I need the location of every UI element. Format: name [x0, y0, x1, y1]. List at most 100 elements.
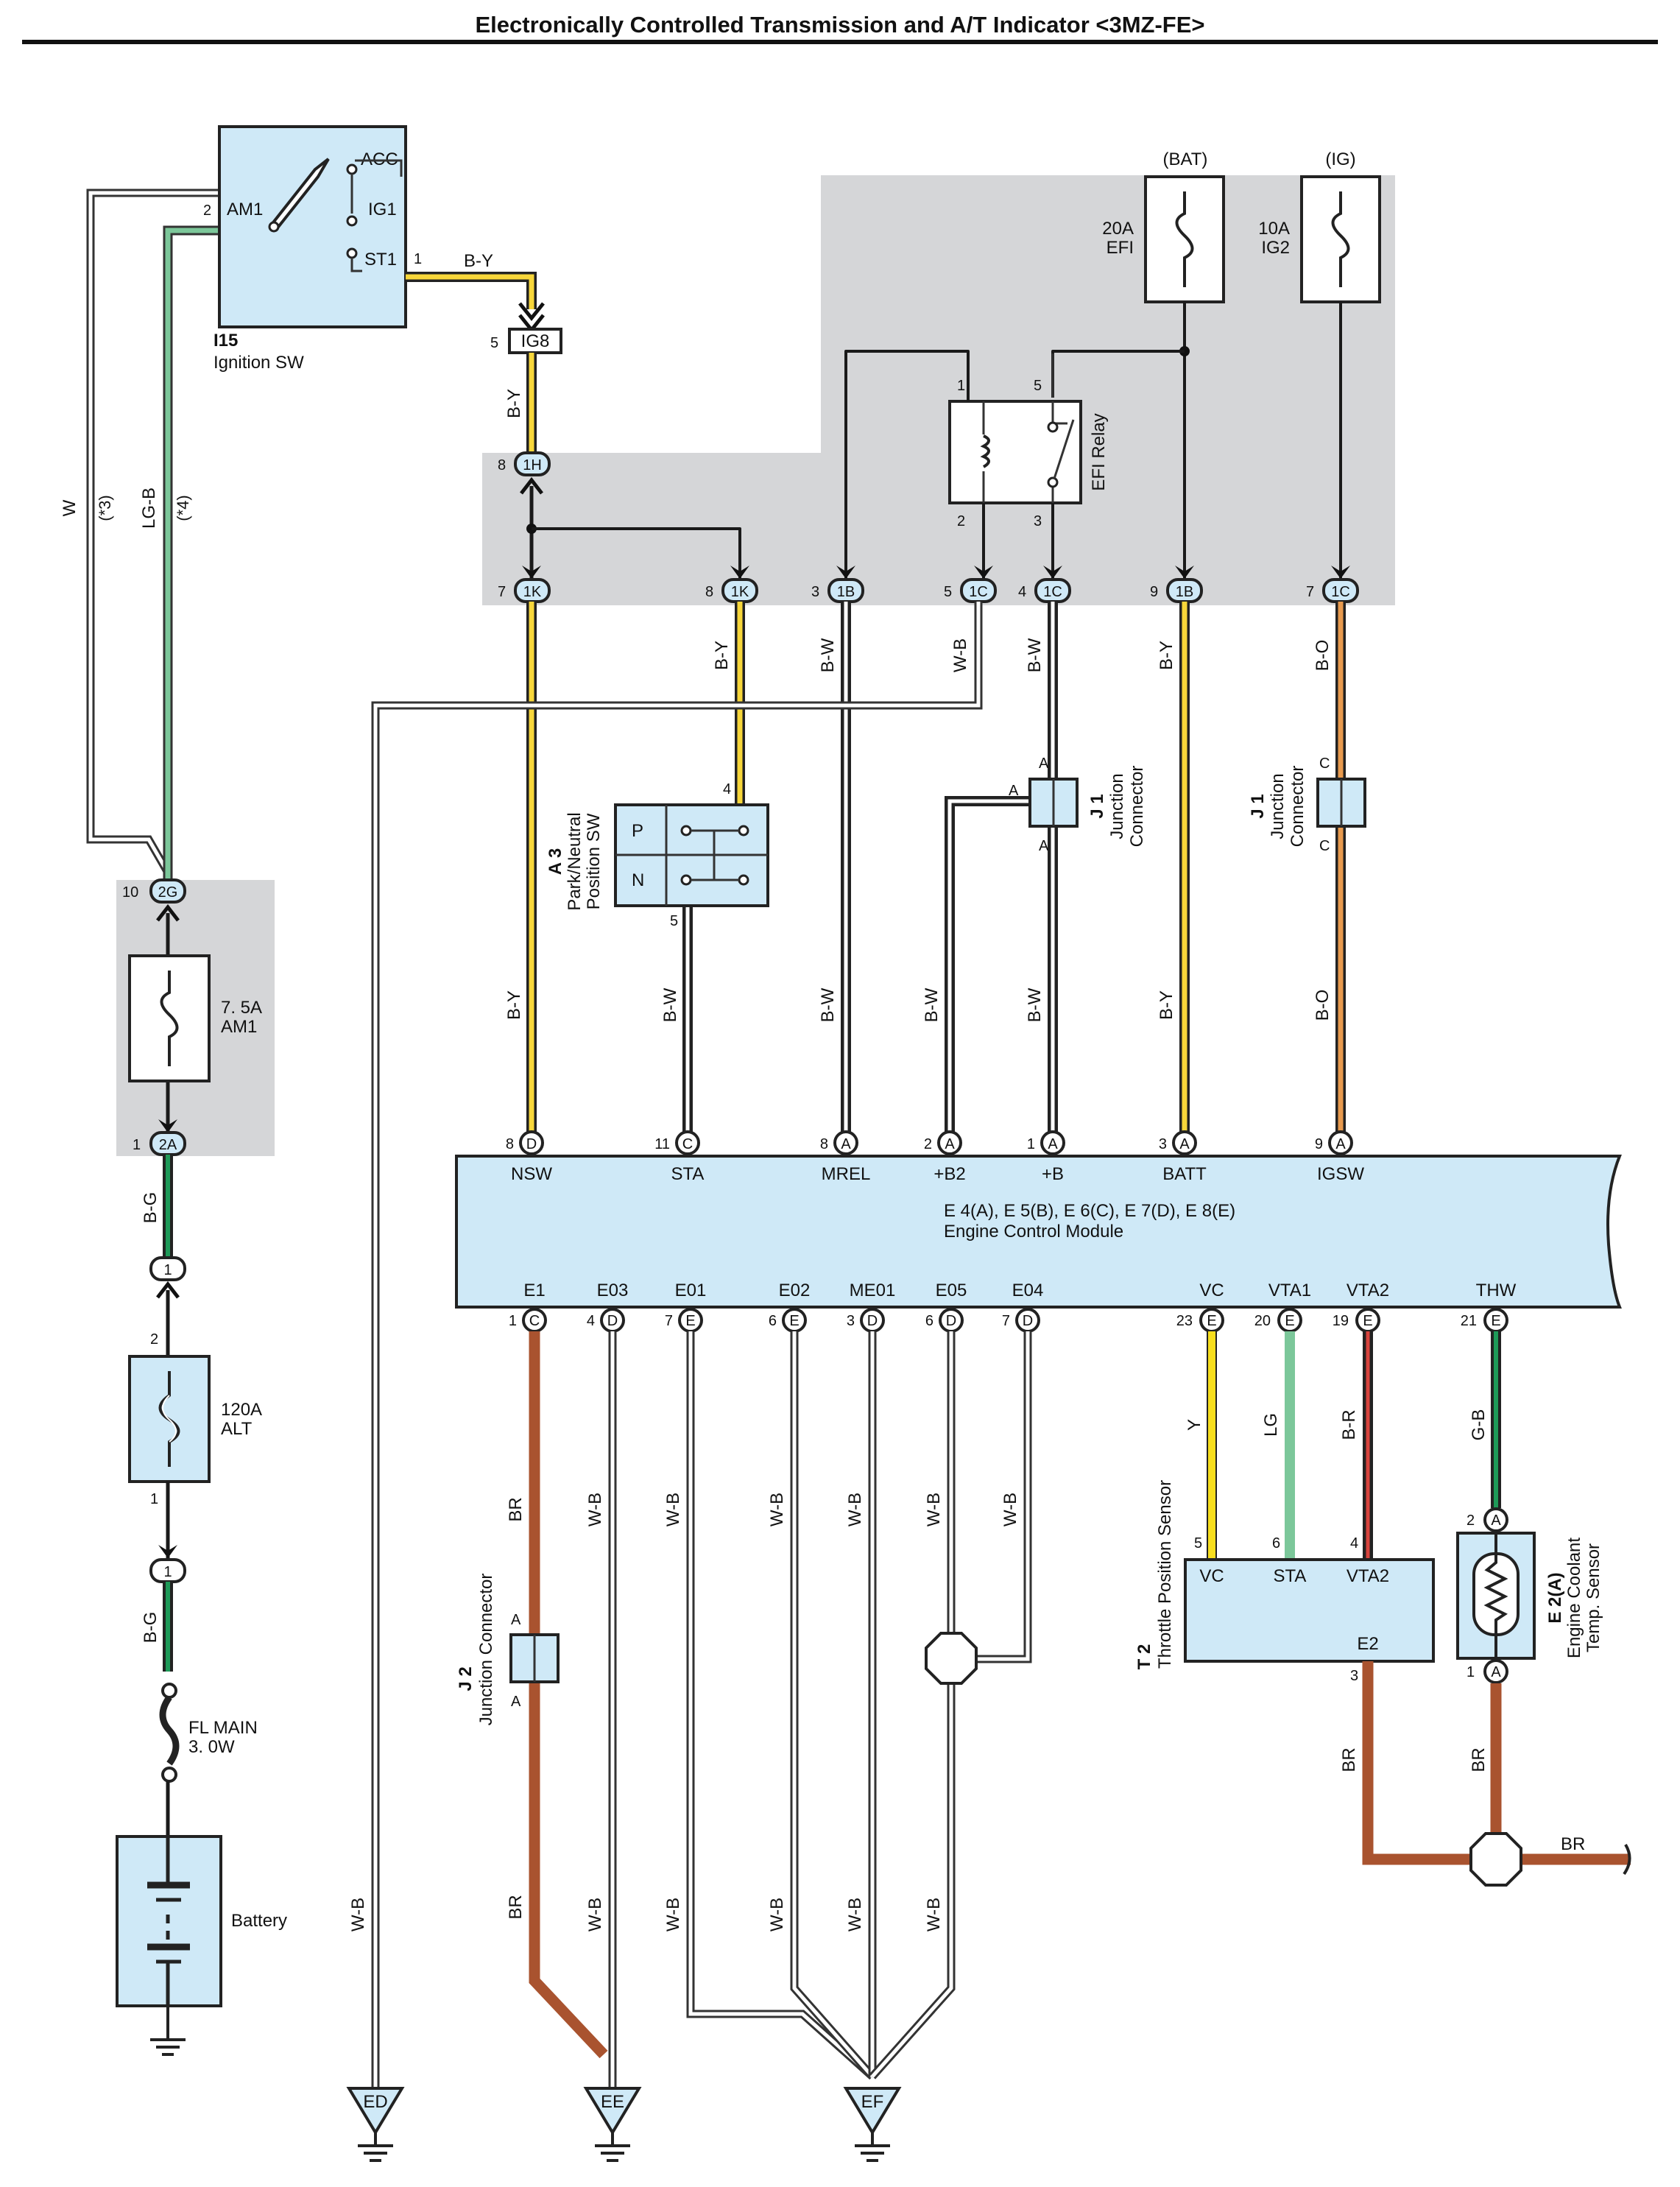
svg-text:E05: E05 [936, 1281, 967, 1300]
wire-e1-br [529, 1331, 608, 2059]
svg-text:E: E [789, 1313, 799, 1329]
j1-b-name-2: Connector [1288, 766, 1307, 848]
ecm-top-pin-plus-b: A 1 +B [1027, 1130, 1065, 1184]
j1-b-letter-bottom: C [1319, 838, 1330, 854]
svg-text:EF: EF [861, 2092, 884, 2112]
wire-w [86, 189, 221, 875]
ground-ef: EF [843, 2087, 902, 2162]
svg-text:8: 8 [506, 1136, 514, 1152]
svg-text:E03: E03 [597, 1281, 629, 1300]
connector-1c-a-pin: 5 [944, 584, 952, 600]
connector-1c-c-label: 1C [1331, 584, 1350, 600]
svg-text:ME01: ME01 [850, 1281, 896, 1300]
ignition-pin-ig1: IG1 [368, 200, 397, 219]
park-neutral-p: P [632, 821, 643, 841]
connector-2g [149, 878, 186, 904]
label-e05-w-b: W-B [924, 1493, 944, 1526]
fuse-alt-rating: 120A [221, 1400, 262, 1420]
fuse-am1-name: AM1 [221, 1017, 257, 1037]
connector-1h [514, 451, 551, 476]
fl-main-link [159, 1695, 180, 1766]
fuse-alt-pin-2: 2 [150, 1331, 158, 1348]
connector-1k-b-label: 1K [731, 584, 749, 600]
label-lg-b: LG-B [139, 487, 159, 529]
label-b-y-top: B-Y [464, 251, 493, 271]
svg-text:3: 3 [1159, 1136, 1167, 1152]
svg-text:6: 6 [769, 1313, 777, 1329]
coolant-code: E 2(A) [1545, 1572, 1565, 1623]
j2-letter-top: A [511, 1612, 521, 1628]
label-b-g-lower: B-G [141, 1612, 160, 1644]
label-vta2-b-r: B-R [1339, 1409, 1359, 1440]
svg-text:E: E [1207, 1313, 1216, 1329]
label-igsw-b-o-top: B-O [1313, 640, 1333, 672]
svg-text:23: 23 [1176, 1313, 1193, 1329]
svg-text:C: C [682, 1136, 693, 1152]
connector-ig8-label: IG8 [521, 331, 550, 351]
coolant-conn-bottom: A [1491, 1664, 1501, 1680]
label-e02-w-b-bottom: W-B [767, 1898, 787, 1931]
connector-1b-b-label: 1B [1176, 584, 1193, 600]
tps-pin-vta2: VTA2 [1347, 1566, 1389, 1586]
label-e1-br-bottom: BR [506, 1895, 526, 1919]
ignition-pin-num-1: 1 [414, 251, 422, 267]
svg-text:9: 9 [1315, 1136, 1323, 1152]
svg-text:EE: EE [601, 2092, 624, 2112]
label-br-right: BR [1561, 1834, 1585, 1854]
tps-pin-vc: VC [1199, 1566, 1224, 1586]
label-batt-b-y: B-Y [1157, 990, 1176, 1020]
efi-relay-pin-2: 2 [957, 513, 965, 529]
coolant-conn-top: A [1491, 1512, 1501, 1529]
engine-control-module [455, 1155, 1622, 1309]
label-sta-b-w: B-W [660, 987, 680, 1022]
svg-text:E02: E02 [779, 1281, 811, 1300]
svg-text:E: E [685, 1313, 695, 1329]
connector-1b-b-pin: 9 [1150, 584, 1158, 600]
svg-text:E: E [1363, 1313, 1372, 1329]
label-igsw-b-o: B-O [1313, 990, 1333, 1021]
connector-ig8-pin: 5 [490, 335, 498, 351]
label-plus-b2-b-w: B-W [922, 987, 942, 1022]
coolant-name-2: Temp. Sensor [1584, 1543, 1603, 1652]
connector-2g-label: 2G [158, 884, 178, 901]
label-mrel-b-w-top: B-W [818, 638, 838, 672]
label-e03-w-b-bottom: W-B [585, 1898, 605, 1931]
label-coolant-br: BR [1469, 1747, 1489, 1772]
connector-2g-pin: 10 [122, 884, 138, 901]
svg-text:STA: STA [671, 1164, 705, 1184]
label-e04-w-b: W-B [1000, 1493, 1020, 1526]
svg-text:+B: +B [1042, 1164, 1064, 1184]
svg-text:MREL: MREL [822, 1164, 871, 1184]
svg-text:E04: E04 [1012, 1281, 1044, 1300]
wire-lg-b [163, 225, 221, 880]
fuse-ig2-name: IG2 [1261, 238, 1290, 258]
ecm-top-pin-sta: C 11 STA [654, 1130, 705, 1184]
label-plus-b-b-w-top: B-W [1025, 638, 1045, 672]
connector-1-upper [149, 1256, 186, 1281]
svg-text:D: D [946, 1313, 956, 1329]
connector-1c-a-label: 1C [969, 584, 988, 600]
svg-text:D: D [1023, 1313, 1033, 1329]
fuse-alt-name: ALT [221, 1419, 253, 1439]
ecm-top-pin-batt: A 3 BATT [1159, 1130, 1207, 1184]
connector-1b-a-label: 1B [837, 584, 855, 600]
ecm-bottom-pin-e05: E05 D 6 [925, 1281, 967, 1333]
svg-text:+B2: +B2 [933, 1164, 965, 1184]
label-ed-w-b-top: W-B [950, 638, 970, 672]
tps-code: T 2 [1134, 1644, 1154, 1670]
connector-1h-label: 1H [523, 457, 542, 473]
svg-text:11: 11 [654, 1136, 670, 1152]
tps-pin-num-4: 4 [1350, 1535, 1358, 1552]
wire-st1-b-y [406, 272, 537, 309]
coolant-name-1: Engine Coolant [1564, 1538, 1584, 1658]
ecm-bottom-pin-e1: E1 C 1 [509, 1281, 547, 1333]
park-neutral-pin-5: 5 [670, 913, 678, 929]
svg-text:A: A [1335, 1136, 1346, 1152]
label-w: W [60, 499, 80, 516]
fuse-ig2-group: (IG) [1325, 149, 1355, 169]
svg-text:D: D [607, 1313, 618, 1329]
svg-text:19: 19 [1333, 1313, 1349, 1329]
tps-pin-num-6: 6 [1272, 1535, 1280, 1552]
label-e1-br-top: BR [506, 1497, 526, 1521]
tps-pin-num-3: 3 [1350, 1668, 1358, 1684]
